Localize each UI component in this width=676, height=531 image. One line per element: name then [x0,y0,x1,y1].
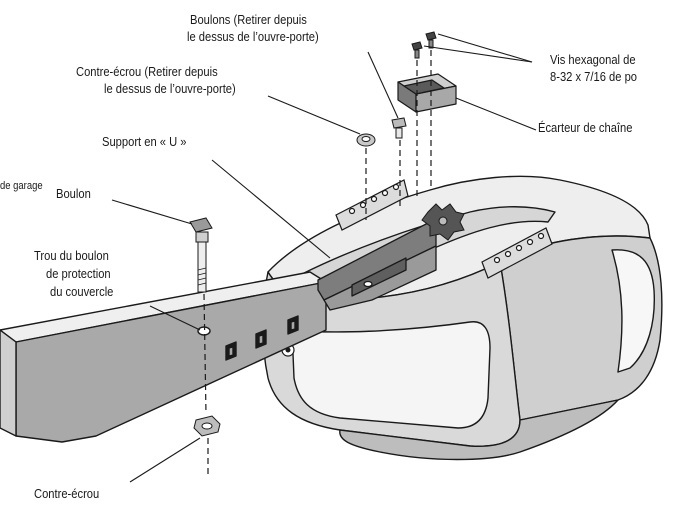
alignment-lines [203,50,432,478]
left-mounting-plate [335,179,409,231]
top-locknut [356,133,376,147]
rail [0,271,327,443]
label-chain-spacer: Écarteur de chaîne [538,120,633,135]
top-bolt [391,117,407,139]
chain-spacer [397,73,457,113]
u-bracket [317,221,437,311]
label-bolt: Boulon [56,186,91,201]
label-locknut-top-line1: Contre-écrou (Retirer depuis [76,64,218,79]
right-mounting-plate [481,227,553,279]
label-u-bracket: Support en « U » [102,134,187,149]
label-cover-hole-line1: Trou du boulon [34,248,109,263]
label-hex-screw-line2: 8-32 x 7/16 de po [550,69,638,84]
sprocket [421,203,465,241]
label-bolts-top-line2: le dessus de l’ouvre-porte) [187,29,319,44]
label-bolts-top-line1: Boulons (Retirer depuis [190,12,307,27]
long-bolt [189,217,213,293]
hex-screws [411,31,437,59]
leader-lines [111,33,537,483]
label-hex-screw-line1: Vis hexagonal de [550,52,636,67]
label-cover-hole-line3: du couvercle [50,284,114,299]
label-locknut-bottom: Contre-écrou [34,486,100,501]
label-cut-garage: de garage [0,180,43,192]
label-cover-hole-line2: de protection [46,266,111,281]
label-locknut-top-line2: le dessus de l’ouvre-porte) [104,81,236,96]
bottom-locknut [193,415,221,437]
